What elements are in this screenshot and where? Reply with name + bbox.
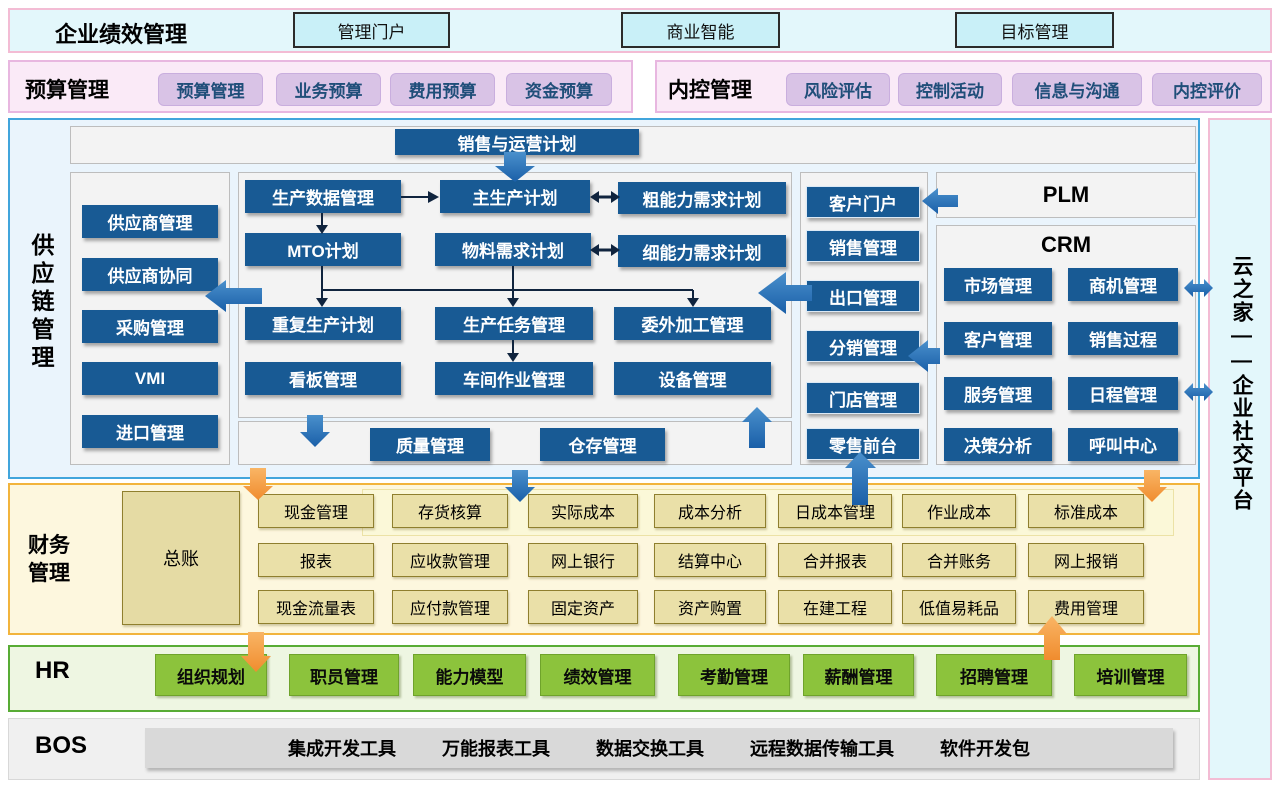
budget-item: 费用预算	[390, 73, 495, 106]
hr-item: 组织规划	[155, 654, 267, 696]
hr-item: 薪酬管理	[803, 654, 914, 696]
plan-box: 物料需求计划	[435, 233, 591, 266]
plan-box: 生产任务管理	[435, 307, 593, 340]
finance-cell: 网上报销	[1028, 543, 1144, 577]
hr-label: HR	[35, 657, 70, 684]
finance-cell: 实际成本	[528, 494, 638, 528]
cloud-strip	[1208, 118, 1272, 780]
bos-tools-bar: 集成开发工具 万能报表工具 数据交换工具 远程数据传输工具 软件开发包	[145, 728, 1173, 768]
portal-box: 管理门户	[293, 12, 450, 48]
plan-box: 细能力需求计划	[618, 235, 786, 267]
finance-cell: 网上银行	[528, 543, 638, 577]
sales-item: 客户门户	[806, 186, 920, 218]
crm-item: 销售过程	[1068, 322, 1178, 355]
bos-tool: 数据交换工具	[596, 739, 704, 759]
sales-panel	[800, 172, 928, 465]
hr-item: 考勤管理	[678, 654, 790, 696]
control-item: 控制活动	[898, 73, 1002, 106]
finance-cell: 固定资产	[528, 590, 638, 624]
plan-box: 委外加工管理	[614, 307, 771, 340]
finance-cell: 日成本管理	[778, 494, 892, 528]
crm-item: 服务管理	[944, 377, 1052, 410]
bos-tool: 远程数据传输工具	[750, 739, 894, 759]
finance-cell: 合并报表	[778, 543, 892, 577]
plan-box: 粗能力需求计划	[618, 182, 786, 214]
finance-cell: 存货核算	[392, 494, 508, 528]
plan-box: 看板管理	[245, 362, 401, 395]
plm-label: PLM	[1042, 182, 1090, 207]
sales-item: 门店管理	[806, 382, 920, 414]
budget-label: 预算管理	[25, 79, 109, 102]
hr-item: 招聘管理	[936, 654, 1052, 696]
scm-left-item: 采购管理	[82, 310, 218, 343]
crm-item: 市场管理	[944, 268, 1052, 301]
bos-label: BOS	[35, 732, 88, 759]
epm-title: 企业绩效管理	[55, 22, 188, 47]
hr-item: 职员管理	[289, 654, 399, 696]
plan-box: 重复生产计划	[245, 307, 401, 340]
crm-item: 呼叫中心	[1068, 428, 1178, 461]
finance-cell: 结算中心	[654, 543, 766, 577]
bos-tool: 软件开发包	[940, 739, 1030, 759]
plan-box: 主生产计划	[440, 180, 590, 213]
plan-box: MTO计划	[245, 233, 401, 266]
crm-item: 客户管理	[944, 322, 1052, 355]
scm-label: 供应链管理	[28, 233, 54, 373]
budget-item: 业务预算	[276, 73, 381, 106]
sop-box: 销售与运营计划	[395, 129, 639, 155]
bos-tool: 万能报表工具	[442, 739, 550, 759]
scm-left-item: VMI	[82, 362, 218, 395]
scm-left-item: 供应商管理	[82, 205, 218, 238]
warehouse-box: 仓存管理	[540, 428, 665, 461]
control-item: 信息与沟通	[1012, 73, 1142, 106]
budget-item: 资金预算	[506, 73, 612, 106]
finance-label: 财务管理	[28, 534, 70, 586]
finance-cell: 成本分析	[654, 494, 766, 528]
finance-cell: 标准成本	[1028, 494, 1144, 528]
sales-item: 出口管理	[806, 280, 920, 312]
bi-box: 商业智能	[621, 12, 780, 48]
plan-box: 车间作业管理	[435, 362, 593, 395]
crm-item: 决策分析	[944, 428, 1052, 461]
general-ledger-box: 总账	[122, 491, 240, 625]
finance-cell: 合并账务	[902, 543, 1016, 577]
budget-item: 预算管理	[158, 73, 263, 106]
control-item: 风险评估	[786, 73, 890, 106]
bos-tool: 集成开发工具	[288, 739, 396, 759]
hr-item: 能力模型	[413, 654, 526, 696]
finance-cell: 低值易耗品	[902, 590, 1016, 624]
control-item: 内控评价	[1152, 73, 1262, 106]
internal-control-label: 内控管理	[668, 79, 752, 102]
crm-item: 商机管理	[1068, 268, 1178, 301]
finance-cell: 在建工程	[778, 590, 892, 624]
finance-cell: 现金管理	[258, 494, 374, 528]
finance-cell: 现金流量表	[258, 590, 374, 624]
scm-left-item: 供应商协同	[82, 258, 218, 291]
sales-item: 分销管理	[806, 330, 920, 362]
finance-cell: 作业成本	[902, 494, 1016, 528]
crm-label: CRM	[1040, 232, 1092, 257]
goal-box: 目标管理	[955, 12, 1114, 48]
cloud-label: 云之家——企业社交平台	[1230, 255, 1253, 512]
quality-warehouse-panel	[238, 421, 792, 465]
plan-box: 生产数据管理	[245, 180, 401, 213]
scm-left-item: 进口管理	[82, 415, 218, 448]
finance-cell: 应付款管理	[392, 590, 508, 624]
finance-cell: 报表	[258, 543, 374, 577]
finance-cell: 应收款管理	[392, 543, 508, 577]
crm-item: 日程管理	[1068, 377, 1178, 410]
hr-item: 培训管理	[1074, 654, 1187, 696]
finance-cell: 费用管理	[1028, 590, 1144, 624]
plan-box: 设备管理	[614, 362, 771, 395]
finance-cell: 资产购置	[654, 590, 766, 624]
quality-box: 质量管理	[370, 428, 490, 461]
sales-item: 零售前台	[806, 428, 920, 460]
hr-item: 绩效管理	[540, 654, 655, 696]
sales-item: 销售管理	[806, 230, 920, 262]
